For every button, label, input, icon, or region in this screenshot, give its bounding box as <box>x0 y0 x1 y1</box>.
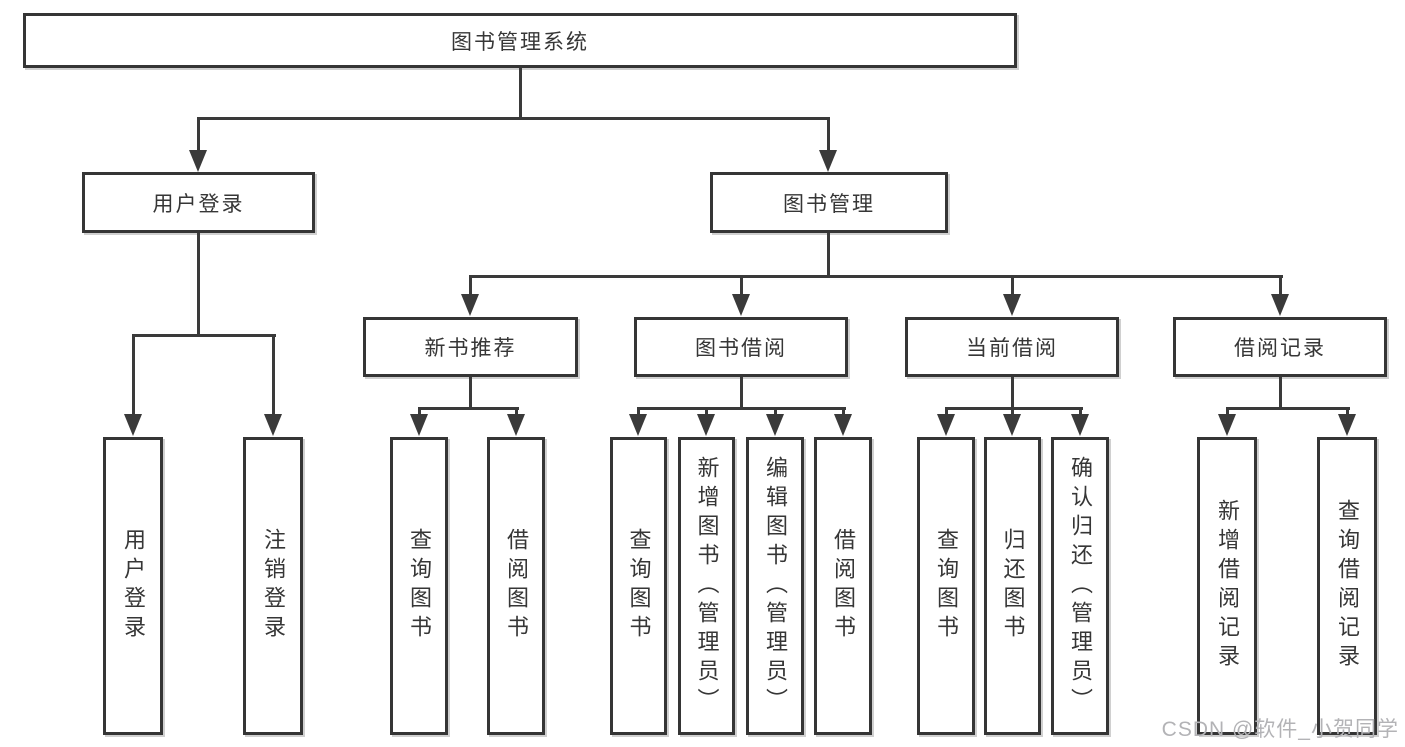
connector-line-vertical <box>773 408 777 415</box>
connector-line-vertical <box>271 335 275 415</box>
node-new-book-recommend: 新书推荐 <box>363 317 578 377</box>
node-label: 图书借阅 <box>695 337 787 360</box>
leaf-query-books-borrow: 查询图书 <box>610 437 667 735</box>
node-current-borrow: 当前借阅 <box>905 317 1119 377</box>
connector-line-vertical <box>1010 377 1014 410</box>
arrow-down-icon <box>629 414 647 436</box>
connector-line-vertical <box>131 335 135 415</box>
connector-line-vertical <box>468 276 472 296</box>
node-book-management: 图书管理 <box>710 172 948 233</box>
arrow-down-icon <box>1338 414 1356 436</box>
connector-line-vertical <box>1278 276 1282 296</box>
leaf-add-books-admin: 新增图书（管理员） <box>678 437 735 735</box>
node-label: 归还图书 <box>1000 528 1026 644</box>
connector-line-vertical <box>739 377 743 410</box>
connector-line-vertical <box>1010 408 1014 415</box>
node-label: 查询借阅记录 <box>1335 499 1360 673</box>
connector-line-vertical <box>826 233 830 278</box>
connector-line-horizontal <box>636 406 846 410</box>
connector-line-horizontal <box>131 333 276 337</box>
node-label: 确认归还（管理员） <box>1068 455 1093 717</box>
node-root-library-system: 图书管理系统 <box>23 13 1017 68</box>
node-label: 新增借阅记录 <box>1215 499 1240 673</box>
connector-line-vertical <box>196 118 200 152</box>
node-user-login: 用户登录 <box>82 172 315 233</box>
arrow-down-icon <box>1003 294 1021 316</box>
node-borrow-records: 借阅记录 <box>1173 317 1387 377</box>
connector-line-vertical <box>514 408 518 415</box>
leaf-query-books-current: 查询图书 <box>917 437 975 735</box>
leaf-return-books: 归还图书 <box>984 437 1041 735</box>
node-label: 图书管理 <box>783 192 875 216</box>
connector-line-vertical <box>417 408 421 415</box>
node-label: 图书管理系统 <box>451 30 589 54</box>
leaf-query-books-recommend: 查询图书 <box>390 437 448 735</box>
connector-line-vertical <box>1278 377 1282 410</box>
leaf-query-borrow-record: 查询借阅记录 <box>1317 437 1377 735</box>
connector-line-vertical <box>518 68 522 119</box>
connector-line-horizontal <box>944 406 1083 410</box>
arrow-down-icon <box>732 294 750 316</box>
node-label: 注销登录 <box>261 528 286 644</box>
arrow-down-icon <box>937 414 955 436</box>
connector-line-vertical <box>468 377 472 410</box>
arrow-down-icon <box>819 150 837 172</box>
node-label: 借阅记录 <box>1234 337 1326 360</box>
connector-line-horizontal <box>468 274 1283 278</box>
node-label: 新书推荐 <box>424 337 517 360</box>
arrow-down-icon <box>1271 294 1289 316</box>
node-label: 查询图书 <box>934 528 959 644</box>
leaf-borrow-books-recommend: 借阅图书 <box>487 437 545 735</box>
connector-line-vertical <box>1010 276 1014 296</box>
node-label: 借阅图书 <box>831 528 856 644</box>
node-label: 当前借阅 <box>966 337 1058 360</box>
connector-line-vertical <box>704 408 708 415</box>
leaf-edit-books-admin: 编辑图书（管理员） <box>746 437 804 735</box>
arrow-down-icon <box>189 150 207 172</box>
arrow-down-icon <box>766 414 784 436</box>
leaf-user-login: 用户登录 <box>103 437 163 735</box>
connector-line-vertical <box>841 408 845 415</box>
node-label: 借阅图书 <box>504 528 529 644</box>
connector-line-horizontal <box>196 116 830 120</box>
connector-line-vertical <box>739 276 743 296</box>
node-label: 新增图书（管理员） <box>694 455 720 717</box>
node-label: 编辑图书（管理员） <box>763 455 788 717</box>
leaf-confirm-return-admin: 确认归还（管理员） <box>1051 437 1109 735</box>
connector-line-vertical <box>944 408 948 415</box>
connector-line-horizontal <box>417 406 519 410</box>
connector-line-vertical <box>1345 408 1349 415</box>
node-label: 用户登录 <box>152 192 245 216</box>
arrow-down-icon <box>834 414 852 436</box>
connector-line-vertical <box>1078 408 1082 415</box>
leaf-logout: 注销登录 <box>243 437 303 735</box>
leaf-add-borrow-record: 新增借阅记录 <box>1197 437 1257 735</box>
arrow-down-icon <box>1003 414 1021 436</box>
arrow-down-icon <box>410 414 428 436</box>
arrow-down-icon <box>461 294 479 316</box>
connector-line-vertical <box>1225 408 1229 415</box>
leaf-borrow-books: 借阅图书 <box>814 437 872 735</box>
connector-line-horizontal <box>1225 406 1350 410</box>
node-label: 查询图书 <box>407 528 432 644</box>
arrow-down-icon <box>264 414 282 436</box>
watermark-text: CSDN @软件_小贺同学 <box>1161 718 1399 741</box>
arrow-down-icon <box>124 414 142 436</box>
arrow-down-icon <box>507 414 525 436</box>
connector-line-vertical <box>196 233 200 337</box>
connector-line-vertical <box>826 118 830 152</box>
arrow-down-icon <box>1218 414 1236 436</box>
node-book-borrow: 图书借阅 <box>634 317 848 377</box>
connector-line-vertical <box>636 408 640 415</box>
arrow-down-icon <box>1071 414 1089 436</box>
node-label: 用户登录 <box>121 528 146 644</box>
node-label: 查询图书 <box>626 528 652 644</box>
arrow-down-icon <box>697 414 715 436</box>
